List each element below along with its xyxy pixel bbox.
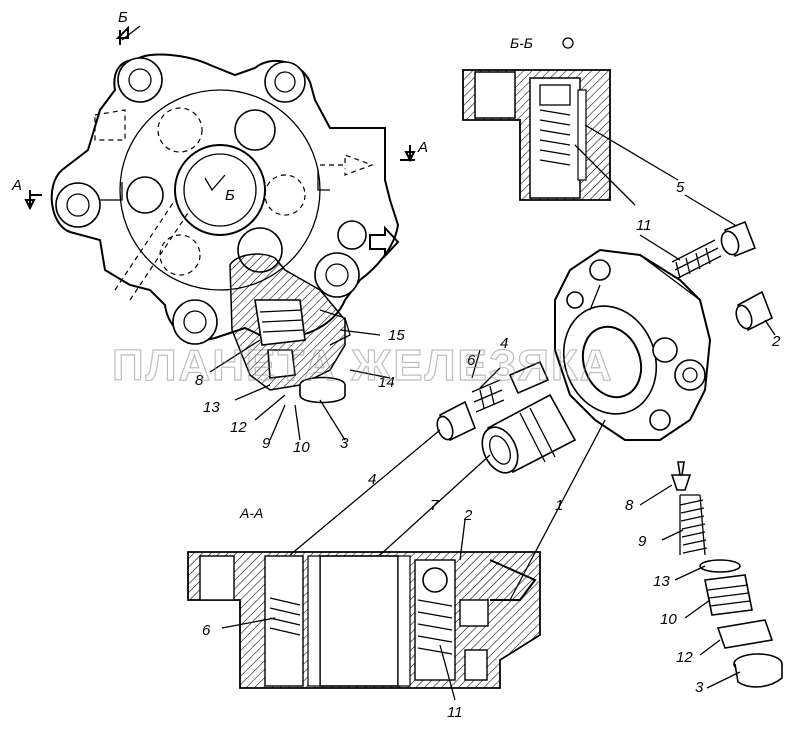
callout-11-lower: 11 <box>447 704 463 721</box>
callout-13-left: 13 <box>203 399 220 416</box>
callout-9-left: 9 <box>262 435 271 452</box>
leader-lines <box>209 124 776 701</box>
callout-9-right: 9 <box>638 533 647 550</box>
callout-3-left: 3 <box>340 435 349 452</box>
callout-8-left: 8 <box>195 372 204 389</box>
callout-4-mid: 4 <box>500 335 508 352</box>
callout-3-right: 3 <box>695 679 704 696</box>
callout-8-right: 8 <box>625 497 634 514</box>
section-aa-title: А-А <box>239 505 263 521</box>
pump-body-exploded <box>554 248 712 441</box>
rotation-symbol-icon <box>562 37 574 49</box>
exploded-parts <box>436 220 783 688</box>
callout-6-lower: 6 <box>202 622 211 639</box>
view-b-mark: Б <box>118 9 128 26</box>
section-bb <box>462 69 611 201</box>
callout-6-mid: 6 <box>467 352 476 369</box>
callout-2-lower: 2 <box>463 507 473 524</box>
callout-14: 14 <box>378 374 395 391</box>
callout-13-right: 13 <box>653 573 670 590</box>
a-mark-right: А <box>417 139 428 156</box>
callout-2-right: 2 <box>771 333 781 350</box>
callout-1: 1 <box>555 497 563 514</box>
callout-15: 15 <box>388 327 405 344</box>
callout-5: 5 <box>676 179 685 196</box>
watermark: ПЛАНЕТА ЖЕЛЕЗЯКА <box>112 341 614 390</box>
callout-12-left: 12 <box>230 419 247 436</box>
callout-7: 7 <box>430 497 439 514</box>
callout-4-lower: 4 <box>368 471 376 488</box>
callout-11-top: 11 <box>636 217 652 234</box>
callout-10-right: 10 <box>660 611 677 628</box>
a-mark-left: А <box>11 177 22 194</box>
center-b-mark: Б <box>225 187 235 204</box>
pump-front-view <box>24 25 416 404</box>
callout-12-right: 12 <box>676 649 693 666</box>
section-aa <box>187 551 541 689</box>
callout-10-left: 10 <box>293 439 310 456</box>
section-bb-title: Б-Б <box>510 35 533 51</box>
